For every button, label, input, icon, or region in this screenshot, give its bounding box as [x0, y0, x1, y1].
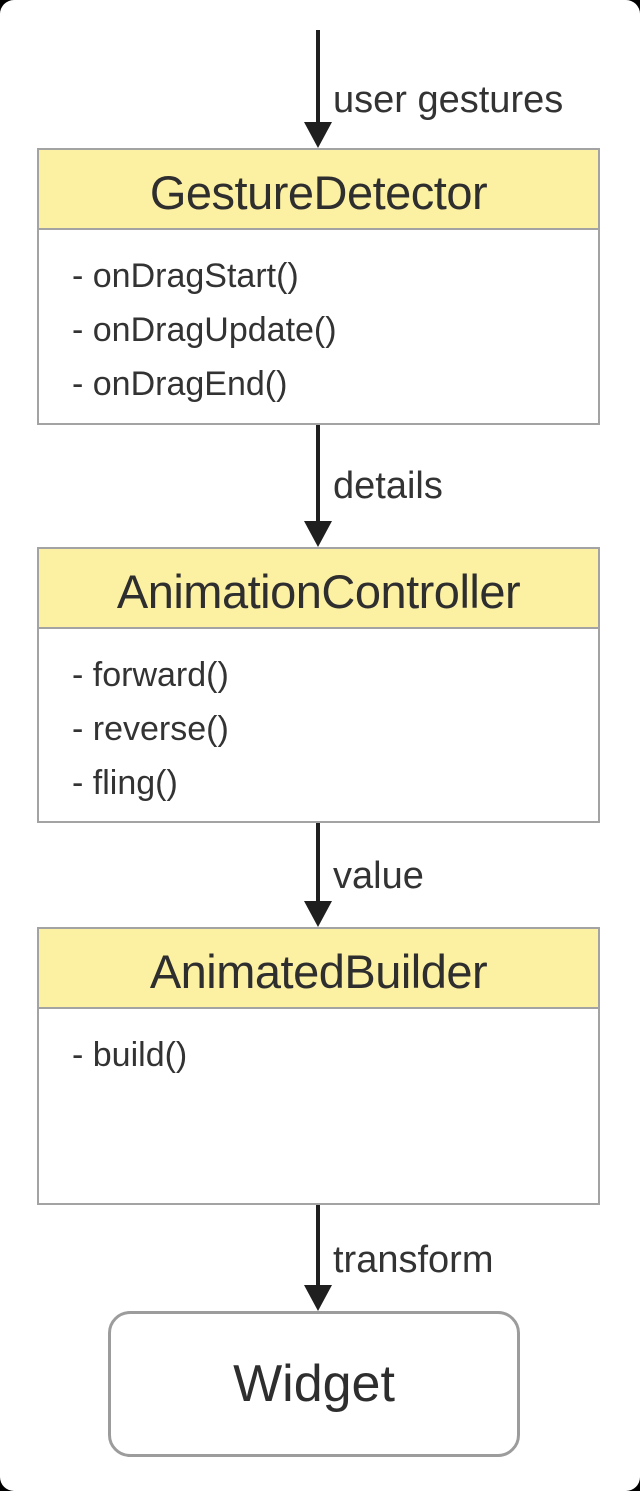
arrow-label-value: value: [333, 855, 424, 897]
class-box-body: - onDragStart() - onDragUpdate() - onDra…: [39, 230, 598, 411]
class-box-animated-builder: AnimatedBuilder - build(): [37, 927, 600, 1205]
class-box-title: AnimatedBuilder: [149, 944, 488, 998]
down-arrow-icon: [304, 30, 332, 148]
arrow-label-details: details: [333, 465, 443, 507]
arrow-details: [302, 425, 334, 547]
arrow-value: [302, 823, 334, 927]
class-box-header: AnimationController: [39, 549, 598, 629]
class-box-body: - forward() - reverse() - fling(): [39, 629, 598, 810]
method-item: - forward(): [72, 656, 229, 694]
class-box-gesture-detector: GestureDetector - onDragStart() - onDrag…: [37, 148, 600, 425]
widget-label: Widget: [233, 1355, 395, 1413]
class-box-body: - build(): [39, 1009, 598, 1082]
class-box-header: AnimatedBuilder: [39, 929, 598, 1009]
down-arrow-icon: [304, 425, 332, 547]
class-box-header: GestureDetector: [39, 150, 598, 230]
widget-node: Widget: [108, 1311, 520, 1457]
class-box-title: GestureDetector: [149, 165, 488, 219]
class-box-title: AnimationController: [116, 564, 521, 618]
arrow-user-gestures: [302, 30, 334, 148]
arrow-transform: [302, 1205, 334, 1311]
class-box-animation-controller: AnimationController - forward() - revers…: [37, 547, 600, 823]
down-arrow-icon: [304, 823, 332, 927]
arrow-label-transform: transform: [333, 1239, 494, 1281]
method-item: - onDragStart(): [72, 257, 299, 295]
method-item: - onDragUpdate(): [72, 311, 337, 349]
method-item: - build(): [72, 1036, 188, 1074]
down-arrow-icon: [304, 1205, 332, 1311]
method-item: - onDragEnd(): [72, 365, 288, 403]
method-item: - fling(): [72, 764, 178, 802]
arrow-label-user-gestures: user gestures: [333, 79, 564, 121]
method-item: - reverse(): [72, 710, 229, 748]
